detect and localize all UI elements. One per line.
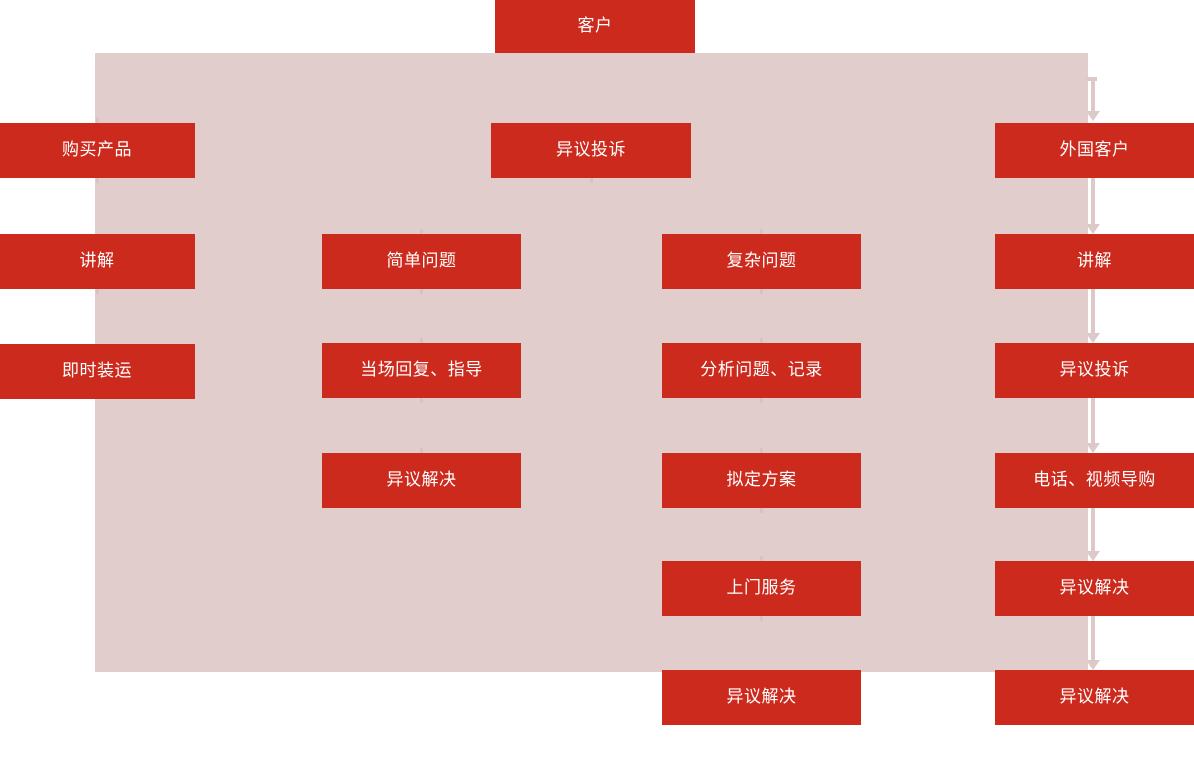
node-foreign-complaint[interactable]: 异议投诉 — [995, 343, 1194, 398]
connector-vertical — [1091, 289, 1095, 333]
connector-stub — [760, 289, 763, 294]
node-draft-plan[interactable]: 拟定方案 — [662, 453, 861, 508]
node-label: 客户 — [577, 16, 613, 37]
node-foreign-customer[interactable]: 外国客户 — [995, 123, 1194, 178]
connector-stub — [420, 338, 423, 343]
connector-stub — [760, 229, 763, 234]
node-foreign-issue-resolved-1[interactable]: 异议解决 — [995, 561, 1194, 616]
node-label: 拟定方案 — [726, 470, 797, 491]
node-simple-issue-resolved[interactable]: 异议解决 — [322, 453, 521, 508]
arrowhead-icon — [1086, 333, 1100, 343]
node-complaint-header[interactable]: 异议投诉 — [491, 123, 691, 178]
node-label: 当场回复、指导 — [360, 360, 483, 381]
arrowhead-icon — [1086, 551, 1100, 561]
node-foreign-explain[interactable]: 讲解 — [995, 234, 1194, 289]
node-phone-video-shopping-guide[interactable]: 电话、视频导购 — [995, 453, 1194, 508]
connector-stub — [760, 616, 763, 621]
node-complex-issue-resolved[interactable]: 异议解决 — [662, 670, 861, 725]
node-label: 异议解决 — [1059, 578, 1130, 599]
node-label: 简单问题 — [386, 251, 457, 272]
connector-vertical — [1091, 178, 1095, 224]
connector-stub — [96, 178, 99, 183]
connector-stub — [760, 556, 763, 561]
node-purchase-product[interactable]: 购买产品 — [0, 123, 195, 178]
connector-stub — [760, 508, 763, 513]
node-onsite-service[interactable]: 上门服务 — [662, 561, 861, 616]
arrowhead-icon — [1086, 660, 1100, 670]
node-label: 异议投诉 — [1059, 360, 1130, 381]
node-simple-issue[interactable]: 简单问题 — [322, 234, 521, 289]
arrowhead-icon — [1086, 224, 1100, 234]
node-label: 异议投诉 — [556, 140, 626, 161]
node-complex-issue[interactable]: 复杂问题 — [662, 234, 861, 289]
node-label: 上门服务 — [726, 578, 797, 599]
connector-stub — [96, 289, 99, 294]
node-label: 分析问题、记录 — [700, 360, 823, 381]
connector-vertical — [1091, 508, 1095, 551]
connector-vertical — [1091, 398, 1095, 443]
node-label: 电话、视频导购 — [1033, 470, 1156, 491]
connector-elbow-vertical — [1091, 77, 1095, 111]
node-label: 讲解 — [1077, 251, 1112, 272]
connector-stub — [96, 118, 99, 123]
node-label: 异议解决 — [1059, 687, 1130, 708]
connector-stub — [760, 398, 763, 403]
node-label: 复杂问题 — [726, 251, 797, 272]
connector-stub — [760, 448, 763, 453]
node-analyze-record[interactable]: 分析问题、记录 — [662, 343, 861, 398]
node-label: 异议解决 — [386, 470, 457, 491]
node-foreign-issue-resolved-2[interactable]: 异议解决 — [995, 670, 1194, 725]
node-label: 购买产品 — [62, 140, 132, 161]
arrowhead-icon — [1086, 443, 1100, 453]
node-label: 讲解 — [79, 251, 115, 272]
node-label: 即时装运 — [62, 361, 132, 382]
connector-vertical — [1091, 616, 1095, 660]
node-root-customer[interactable]: 客户 — [495, 0, 695, 53]
connector-stub — [590, 178, 593, 183]
node-purchase-immediate-shipping[interactable]: 即时装运 — [0, 344, 195, 399]
connector-stub — [760, 338, 763, 343]
connector-stub — [420, 289, 423, 294]
connector-stub — [420, 229, 423, 234]
node-label: 异议解决 — [726, 687, 797, 708]
node-label: 外国客户 — [1059, 140, 1130, 161]
connector-stub — [420, 448, 423, 453]
arrowhead-icon — [1086, 111, 1100, 121]
node-onsite-reply-guide[interactable]: 当场回复、指导 — [322, 343, 521, 398]
connector-stub — [420, 398, 423, 403]
node-purchase-explain[interactable]: 讲解 — [0, 234, 195, 289]
